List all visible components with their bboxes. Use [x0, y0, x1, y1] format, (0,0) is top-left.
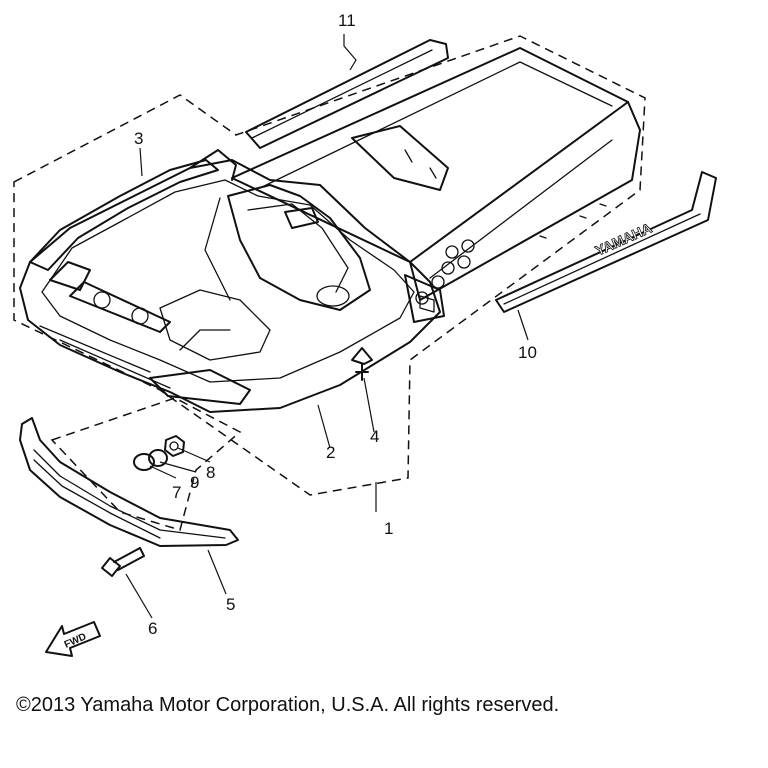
lockwasher-part-9 [148, 449, 168, 467]
callout-6: 6 [148, 619, 158, 638]
callout-4: 4 [370, 427, 380, 446]
bumper-part-5 [19, 417, 239, 547]
callout-8: 8 [206, 463, 216, 482]
callout-11: 11 [338, 11, 356, 30]
assembly-boundary [13, 35, 646, 496]
trim-strip-part-11 [245, 39, 449, 149]
callout-5: 5 [226, 595, 236, 614]
forward-direction-arrow: FWD [45, 621, 101, 657]
callout-9: 9 [190, 473, 200, 492]
leader-lines [125, 34, 529, 619]
hardware-boundary [50, 397, 242, 531]
seat-cowl-part-2 [19, 149, 445, 413]
callout-10: 10 [518, 343, 537, 362]
bolt-part-6 [101, 547, 145, 577]
washer-part-7 [133, 453, 155, 471]
callout-1: 1 [384, 519, 394, 538]
clip-part-4 [351, 347, 373, 381]
callout-7: 7 [172, 483, 182, 502]
copyright-notice: ©2013 Yamaha Motor Corporation, U.S.A. A… [16, 694, 560, 716]
seat-cushion-part-3 [29, 159, 219, 271]
direction-arrow-text: FWD [63, 631, 88, 650]
seat-base-part-1 [231, 47, 641, 305]
hardware-7-8-9 [133, 435, 185, 471]
decal-part-10: YAMAHA [495, 171, 717, 313]
callout-2: 2 [326, 443, 336, 462]
callout-3: 3 [134, 129, 144, 148]
nut-part-8 [164, 435, 185, 457]
